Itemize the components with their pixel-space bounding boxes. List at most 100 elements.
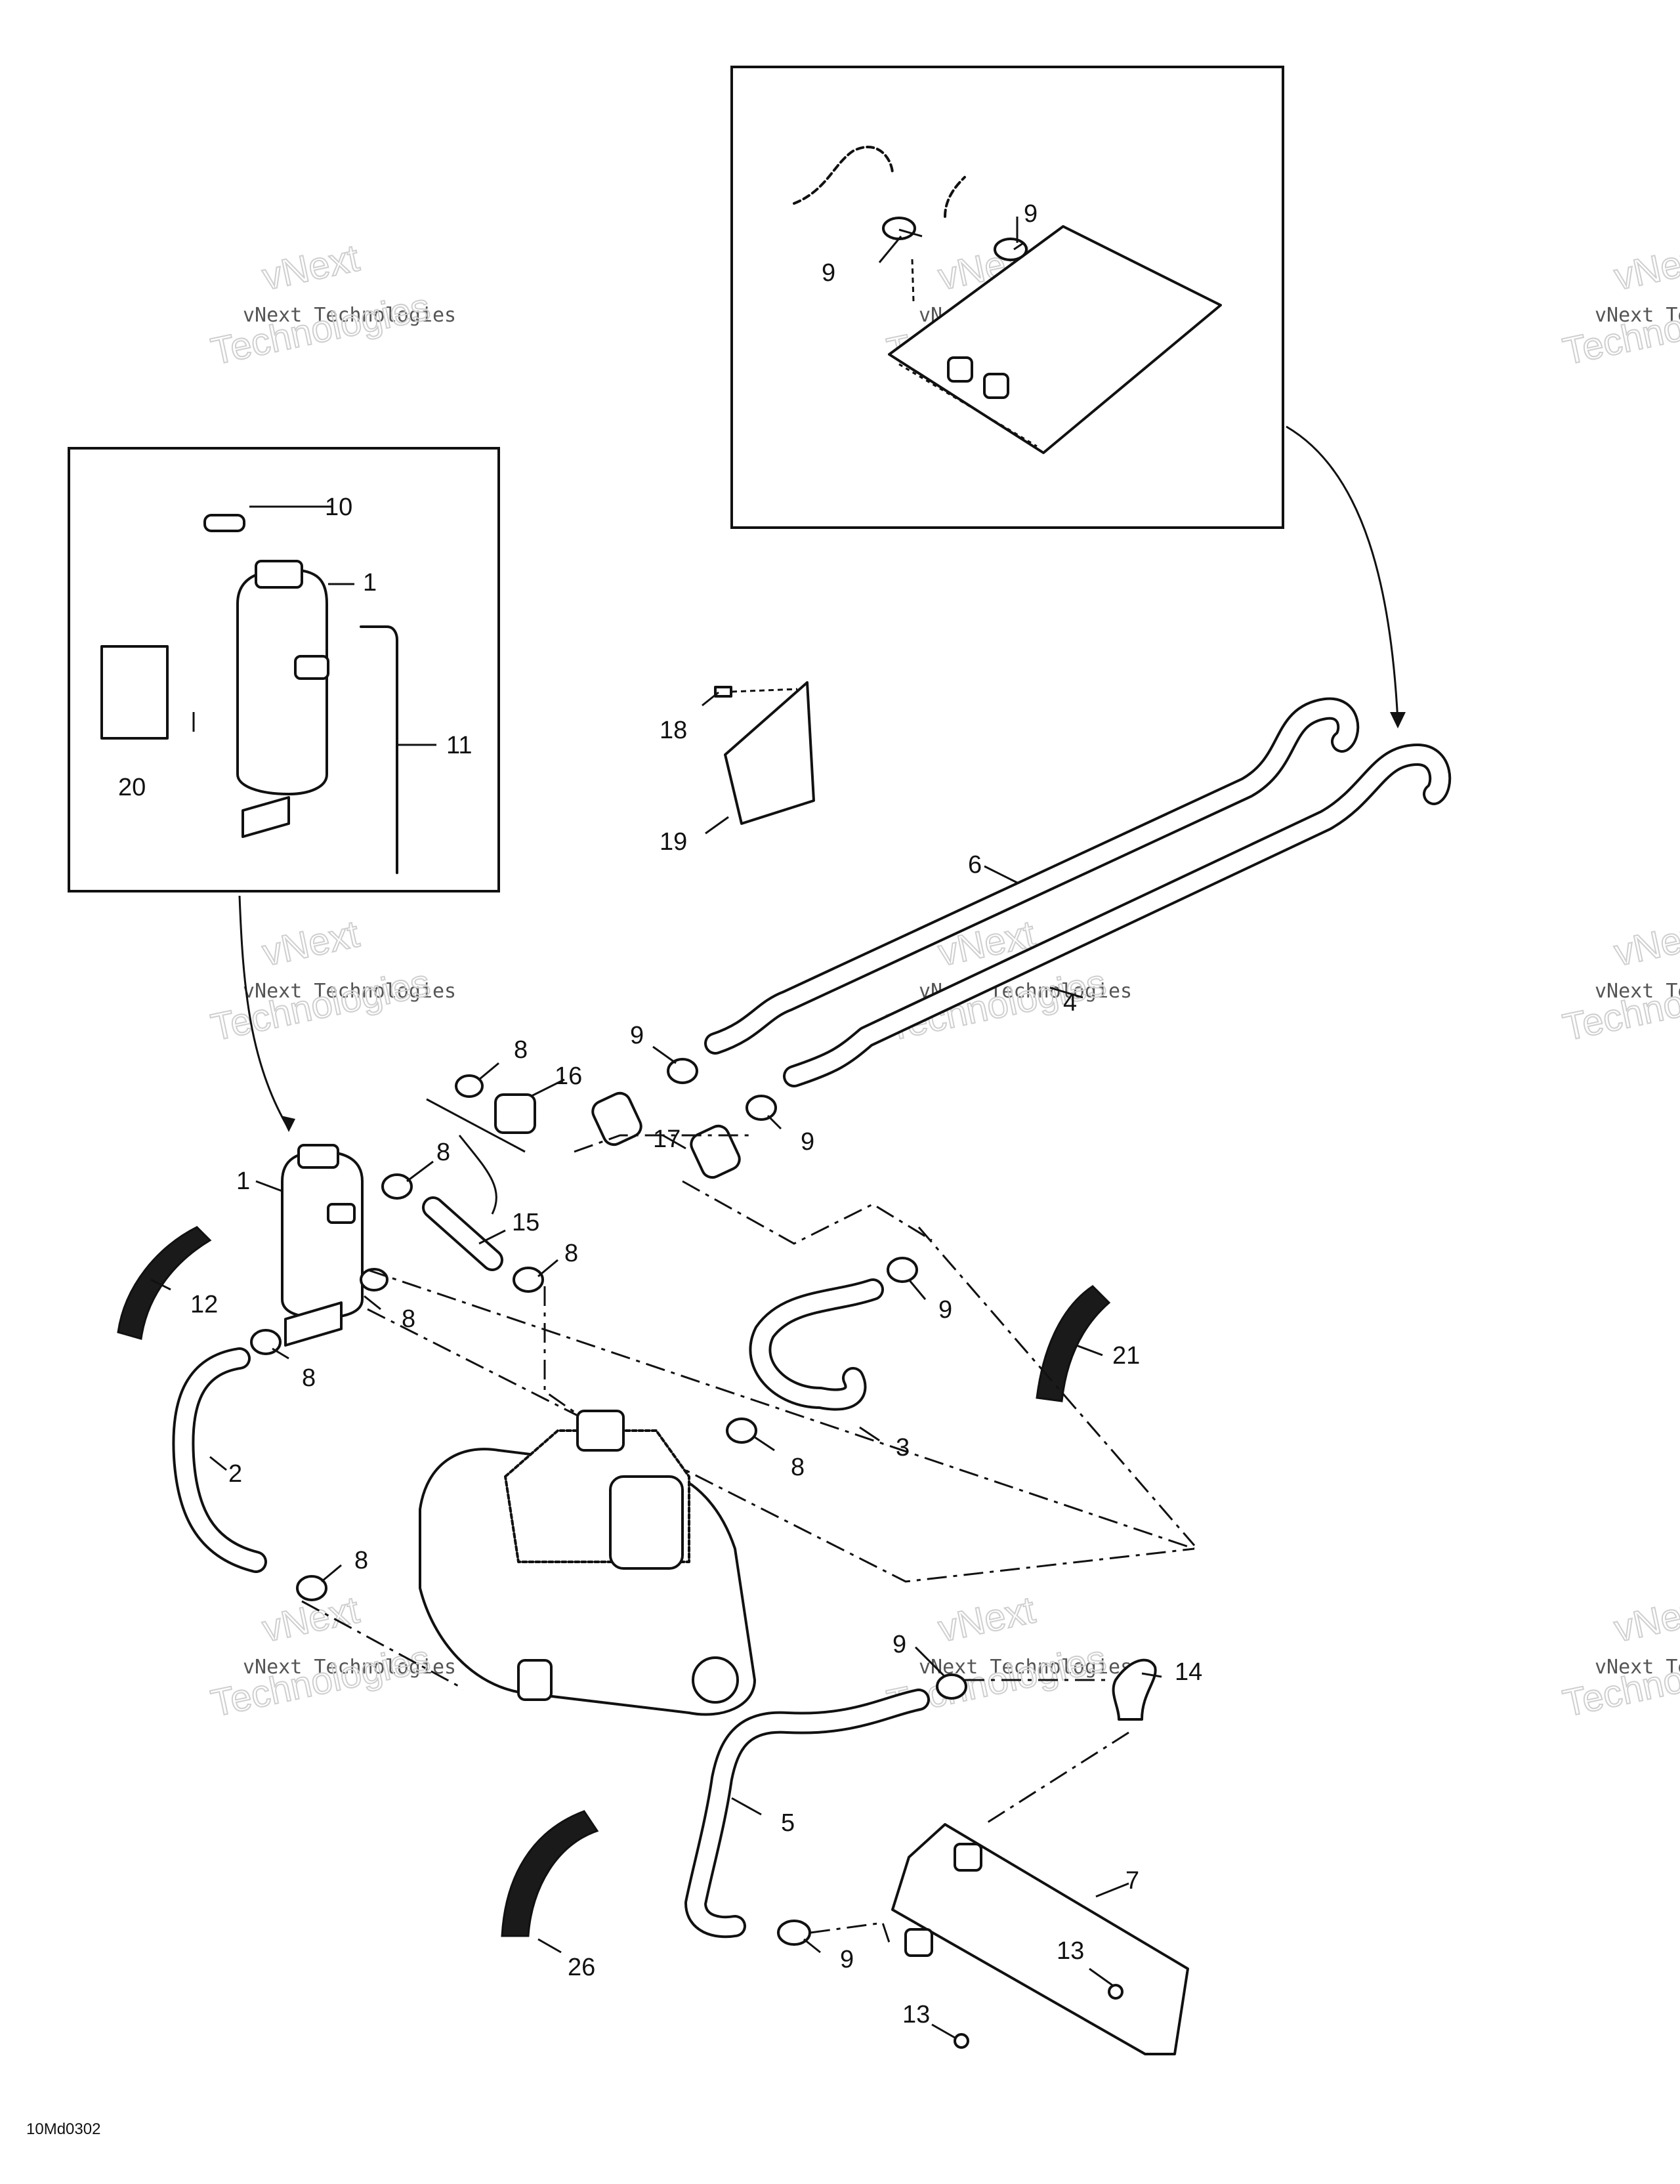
callout-8-top-clamp: 8: [514, 1036, 528, 1064]
corrugated-hose-21: [1036, 1285, 1111, 1402]
leader-15-curve: [458, 1135, 497, 1215]
callout-9-mid-clamp: 9: [801, 1128, 814, 1156]
callout-26-hose: 26: [568, 1954, 595, 1981]
watermark-3: vNext vNext Technologies Technologies: [1559, 236, 1680, 373]
svg-text:vNext: vNext: [259, 236, 363, 298]
bracket-line-16: [426, 1098, 526, 1153]
svg-text:vNext Technologies: vNext Technologies: [1595, 980, 1680, 1003]
elbow-fitting-14: [1112, 1658, 1157, 1721]
callout-8-hose15-right: 8: [564, 1240, 578, 1267]
callout-9-radiator-right: 9: [1024, 200, 1038, 228]
hose-4: [783, 744, 1452, 1087]
detail-frame-tank: [68, 447, 500, 892]
radiator-placement-arrow: [1286, 425, 1399, 723]
coolant-tank-detail: [236, 560, 329, 838]
svg-text:vNext Technologies: vNext Technologies: [1595, 1656, 1680, 1679]
screw-13-left: [954, 2033, 969, 2049]
callout-18-screw: 18: [660, 717, 687, 744]
hose-2: [172, 1347, 267, 1573]
screw-13-right: [1108, 1984, 1124, 2000]
engine-block: [419, 1410, 756, 1716]
callout-4-hose: 4: [1063, 989, 1077, 1017]
callout-2-hose: 2: [228, 1460, 242, 1488]
dashline-lower-long: [367, 1308, 1195, 1583]
corrugated-hose-26: [501, 1810, 599, 1937]
clamp-9-upper: [667, 1058, 698, 1084]
callout-7-exchanger: 7: [1125, 1867, 1139, 1895]
hose-clamp-detail-right: [994, 238, 1028, 261]
svg-text:vNext Technologies: vNext Technologies: [243, 980, 456, 1003]
clamp-9-mid: [746, 1095, 777, 1121]
hose-5: [684, 1689, 930, 1939]
callout-12-hose: 12: [190, 1291, 218, 1318]
dashline-hose5-radiator: [810, 1922, 891, 1943]
svg-text:vNext Technologies: vNext Technologies: [243, 1656, 456, 1679]
watermarks: vNext vNext Technologies Technologies vN…: [207, 236, 1680, 1725]
svg-text:vNext: vNext: [1610, 1588, 1680, 1650]
callout-5-hose: 5: [781, 1809, 795, 1837]
callout-1-tank: 1: [236, 1167, 250, 1195]
svg-text:Technologies: Technologies: [207, 1637, 434, 1725]
callout-20-label: 20: [118, 774, 146, 801]
callout-6-hose: 6: [968, 851, 982, 879]
tank-arrow-head: [281, 1116, 295, 1132]
callout-19-bracket: 19: [660, 828, 687, 856]
svg-text:vNext: vNext: [1610, 236, 1680, 298]
callout-9-hose5-bottom: 9: [840, 1946, 854, 1973]
dashline-right-long: [917, 1227, 1196, 1546]
svg-text:vNext Technologies: vNext Technologies: [243, 304, 456, 327]
callout-8-tank-right: 8: [402, 1305, 415, 1333]
hose-clamp-detail-left: [882, 217, 916, 240]
corrugated-hose-12: [117, 1226, 212, 1340]
drawing-code: 10Md0302: [26, 2120, 100, 2138]
callout-21-hose: 21: [1112, 1342, 1140, 1370]
radiator-detail-hoses: [793, 146, 966, 218]
callout-16-fitting: 16: [555, 1062, 582, 1090]
callout-15-hose: 15: [512, 1209, 539, 1236]
clamp-8-hose15-right: [513, 1267, 544, 1293]
callout-14-elbow: 14: [1175, 1658, 1202, 1686]
connector-17-right: [690, 1124, 741, 1179]
radiator-detail-box: [730, 66, 1284, 529]
callouts: 9 9 10 1 11 20 18 19 6 4 9 8 16 17 9 1 8…: [118, 200, 1202, 2028]
callout-8-hose3: 8: [791, 1454, 805, 1481]
callout-9-hose5-top: 9: [892, 1631, 906, 1658]
svg-text:vNext: vNext: [1610, 912, 1680, 974]
callout-11-tube: 11: [446, 732, 472, 759]
callout-9-upper-clamp: 9: [630, 1022, 644, 1049]
watermark-4: vNext vNext Technologies Technologies: [207, 912, 456, 1049]
leader-lines: [150, 217, 1162, 2039]
radiator-arrow-head: [1390, 712, 1406, 728]
svg-text:Technologies: Technologies: [207, 285, 434, 373]
callout-8-hose15-left: 8: [436, 1139, 450, 1166]
svg-text:vNext: vNext: [259, 912, 363, 974]
hose-3: [749, 1278, 884, 1411]
tank-placement-arrow: [238, 895, 290, 1129]
dashline-17: [574, 1134, 755, 1153]
svg-text:vNext Technologies: vNext Technologies: [1595, 304, 1680, 327]
warning-label: [100, 645, 169, 740]
clamp-8-top: [455, 1074, 484, 1098]
svg-text:Technologies: Technologies: [207, 961, 434, 1049]
callout-8-hose2-bottom: 8: [354, 1547, 368, 1574]
callout-10-cap: 10: [325, 494, 352, 521]
callout-1-tank-detail: 1: [363, 569, 377, 597]
callout-8-tank-bottom: 8: [302, 1364, 316, 1392]
callout-13-screw-right: 13: [1057, 1937, 1084, 1965]
clamp-8-hose15-left: [381, 1173, 413, 1200]
callout-9-radiator-left: 9: [822, 259, 835, 287]
coolant-tank-detail-box: [68, 447, 500, 892]
watermark-1: vNext vNext Technologies Technologies: [207, 236, 456, 373]
callout-3-hose: 3: [896, 1434, 910, 1461]
fitting-16: [494, 1093, 536, 1134]
heat-exchanger-7: [891, 1823, 1189, 2055]
watermark-9: vNext vNext Technologies Technologies: [1559, 1587, 1680, 1725]
hose-6: [704, 697, 1360, 1055]
watermark-6: vNext vNext Technologies Technologies: [1559, 912, 1680, 1049]
mounting-bracket: [724, 681, 815, 825]
svg-text:vNext: vNext: [934, 1588, 1039, 1650]
radiator-plate-detail: [888, 225, 1222, 454]
callout-13-screw-left: 13: [902, 2001, 930, 2028]
tank-cap: [203, 514, 245, 532]
clamp-9-hose5-top: [936, 1673, 967, 1700]
